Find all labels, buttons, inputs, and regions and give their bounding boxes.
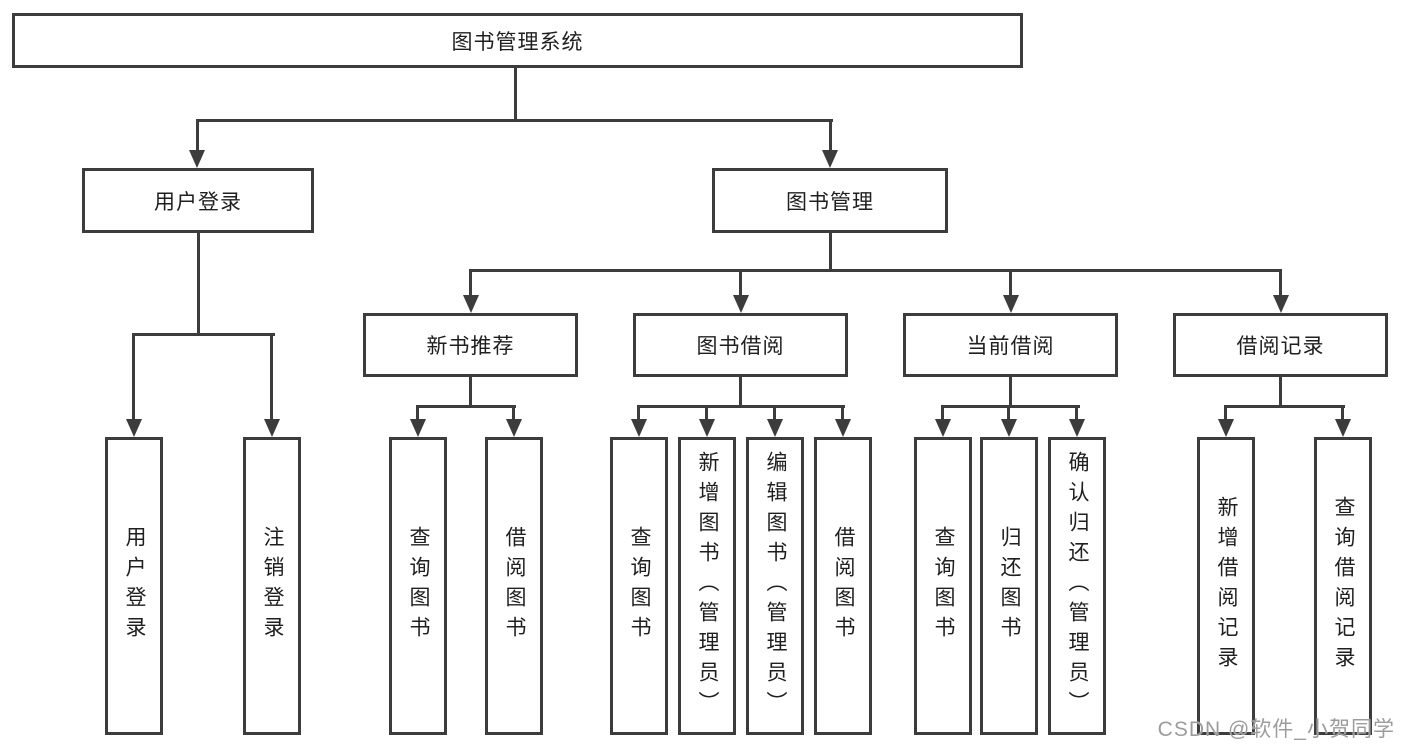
connector-borrowing-horizontal bbox=[637, 405, 845, 408]
connector-leaf-drop bbox=[1007, 405, 1010, 419]
node-library-management-system: 图书管理系统 bbox=[12, 13, 1023, 68]
arrow-down-icon bbox=[463, 295, 479, 313]
connector-leaf-drop bbox=[941, 405, 944, 419]
node-book-borrowing: 图书借阅 bbox=[633, 313, 848, 377]
connector-root-stem bbox=[514, 68, 517, 122]
connector-book-management-drop bbox=[829, 119, 832, 152]
connector-borrowing-stem bbox=[739, 377, 742, 408]
connector-current-horizontal bbox=[941, 405, 1080, 408]
arrow-down-icon bbox=[1001, 419, 1017, 437]
arrow-down-icon bbox=[1273, 295, 1289, 313]
arrow-down-icon bbox=[1218, 419, 1234, 437]
arrow-down-icon bbox=[699, 419, 715, 437]
connector-recommend-stem bbox=[469, 377, 472, 408]
connector-current-stem bbox=[1009, 377, 1012, 408]
leaf-query-borrow-record: 查询借阅记录 bbox=[1314, 437, 1372, 735]
connector-leaf-drop bbox=[705, 405, 708, 419]
arrow-down-icon bbox=[835, 419, 851, 437]
node-current-borrowing: 当前借阅 bbox=[903, 313, 1118, 377]
arrow-down-icon bbox=[1335, 419, 1351, 437]
arrow-down-icon bbox=[935, 419, 951, 437]
arrow-down-icon bbox=[410, 419, 426, 437]
arrow-down-icon bbox=[767, 419, 783, 437]
node-user-login: 用户登录 bbox=[82, 168, 314, 233]
leaf-logout: 注销登录 bbox=[243, 437, 301, 735]
arrow-down-icon bbox=[264, 419, 280, 437]
leaf-borrow-books-recommend: 借阅图书 bbox=[485, 437, 543, 735]
watermark: CSDN @软件_小贺同学 bbox=[1157, 718, 1395, 741]
leaf-edit-book-admin: 编辑图书（管理员） bbox=[746, 437, 804, 735]
connector-user-login-horizontal bbox=[132, 333, 275, 336]
connector-leaf-drop bbox=[773, 405, 776, 419]
leaf-add-book-admin: 新增图书（管理员） bbox=[678, 437, 736, 735]
arrow-down-icon bbox=[506, 419, 522, 437]
leaf-query-books-current: 查询图书 bbox=[914, 437, 972, 735]
arrow-down-icon bbox=[126, 419, 142, 437]
leaf-add-borrow-record: 新增借阅记录 bbox=[1197, 437, 1255, 735]
connector-level3-drop bbox=[739, 269, 742, 297]
connector-recommend-horizontal bbox=[416, 405, 516, 408]
connector-leaf-drop bbox=[1224, 405, 1227, 419]
arrow-down-icon bbox=[189, 150, 205, 168]
arrow-down-icon bbox=[733, 295, 749, 313]
arrow-down-icon bbox=[1003, 295, 1019, 313]
connector-leaf-drop bbox=[841, 405, 844, 419]
leaf-query-books-recommend: 查询图书 bbox=[389, 437, 447, 735]
arrow-down-icon bbox=[822, 150, 838, 168]
connector-records-stem bbox=[1279, 377, 1282, 408]
node-book-management: 图书管理 bbox=[712, 168, 948, 233]
connector-level3-drop bbox=[1279, 269, 1282, 297]
node-new-book-recommend: 新书推荐 bbox=[363, 313, 578, 377]
connector-level3-drop bbox=[469, 269, 472, 297]
connector-leaf-drop bbox=[132, 333, 135, 419]
leaf-user-login: 用户登录 bbox=[105, 437, 163, 735]
leaf-query-books-borrowing: 查询图书 bbox=[610, 437, 668, 735]
node-borrowing-records: 借阅记录 bbox=[1173, 313, 1388, 377]
leaf-confirm-return-admin: 确认归还（管理员） bbox=[1048, 437, 1106, 735]
connector-leaf-drop bbox=[270, 333, 273, 419]
arrow-down-icon bbox=[1069, 419, 1085, 437]
leaf-borrow-books-borrowing: 借阅图书 bbox=[814, 437, 872, 735]
connector-leaf-drop bbox=[637, 405, 640, 419]
connector-level3-drop bbox=[1009, 269, 1012, 297]
arrow-down-icon bbox=[631, 419, 647, 437]
connector-leaf-drop bbox=[1341, 405, 1344, 419]
connector-leaf-drop bbox=[416, 405, 419, 419]
connector-level3-horizontal bbox=[469, 269, 1282, 272]
connector-user-login-drop bbox=[196, 119, 199, 152]
connector-leaf-drop bbox=[512, 405, 515, 419]
connector-book-management-stem bbox=[829, 233, 832, 272]
connector-user-login-stem bbox=[197, 233, 200, 336]
connector-records-horizontal bbox=[1224, 405, 1345, 408]
connector-level2-horizontal bbox=[196, 119, 833, 122]
connector-leaf-drop bbox=[1075, 405, 1078, 419]
leaf-return-books: 归还图书 bbox=[980, 437, 1038, 735]
